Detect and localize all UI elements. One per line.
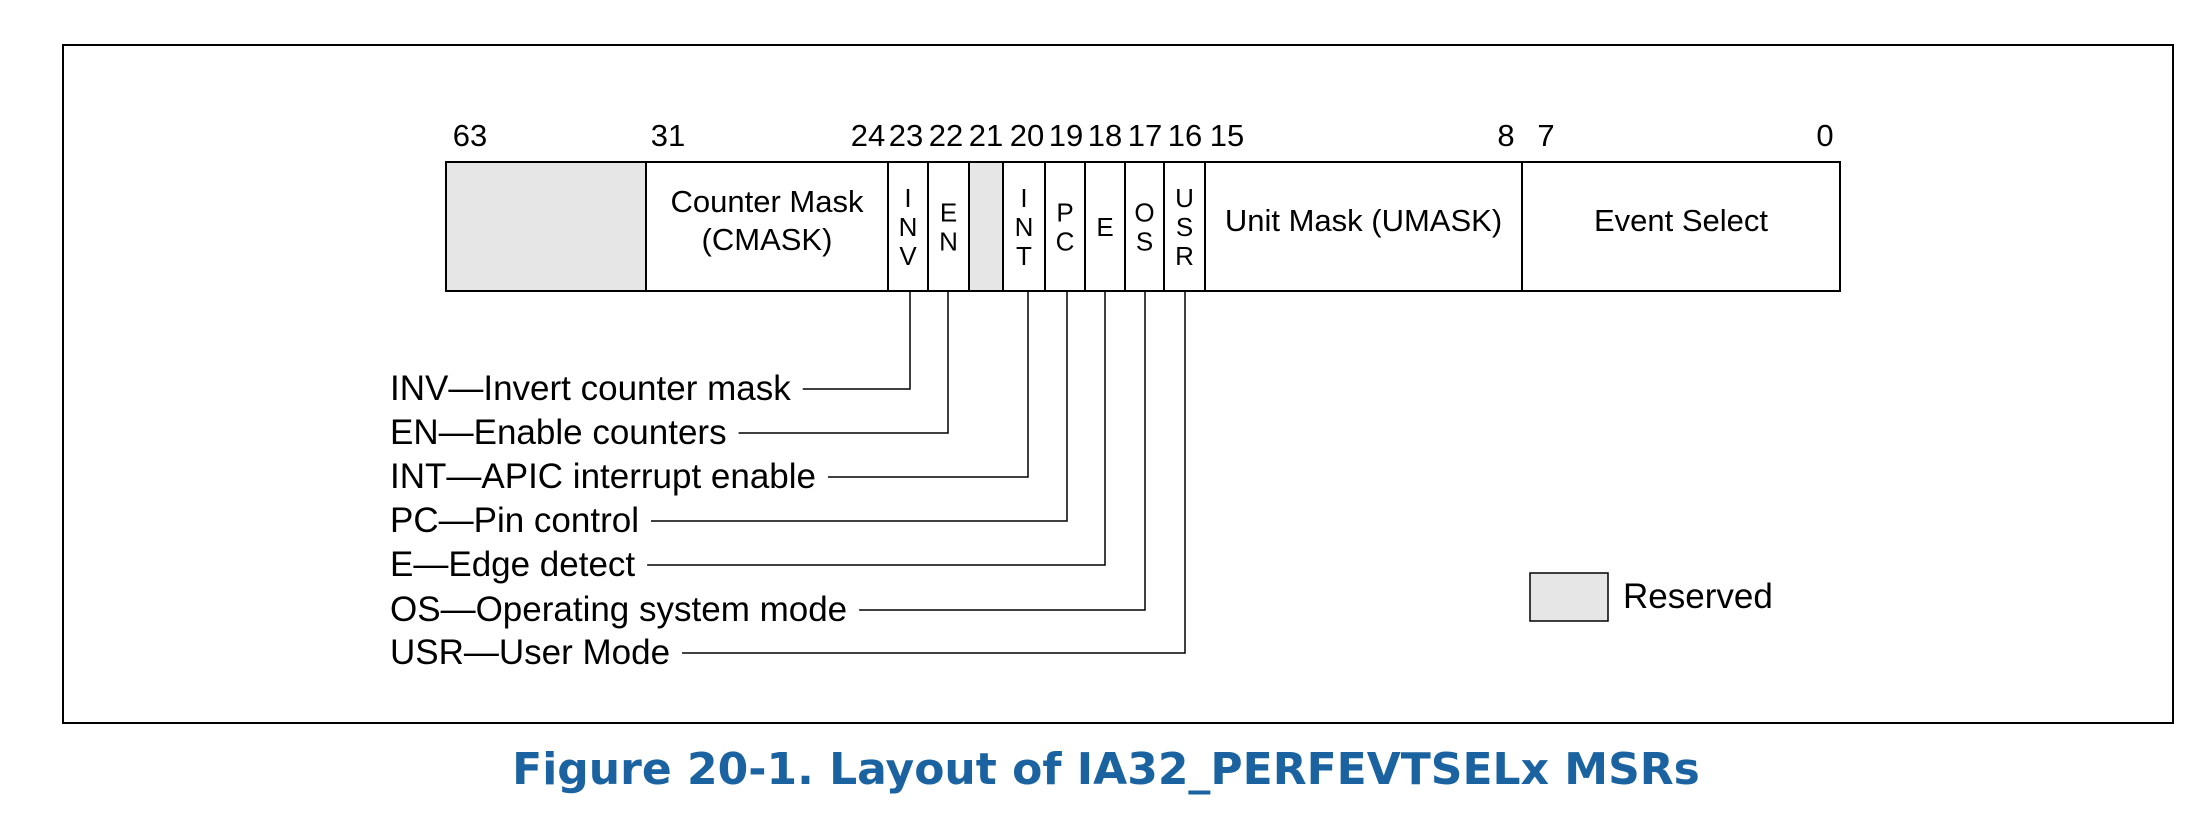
leader-os: [859, 291, 1146, 611]
figure-frame: [62, 44, 2174, 724]
field-inv-letter: V: [899, 241, 917, 271]
field-pc: [1044, 161, 1086, 292]
bit-number: 63: [453, 118, 487, 153]
field-os: [1124, 161, 1165, 292]
field-reserved-high: [445, 161, 647, 292]
field-os-letter: S: [1136, 227, 1153, 257]
field-event-select: [1521, 161, 1841, 292]
field-e-letter: E: [1096, 212, 1113, 242]
legend-usr: USR—User Mode: [390, 633, 670, 672]
legend-pc: PC—Pin control: [390, 501, 639, 540]
legend-os: OS—Operating system mode: [390, 590, 847, 629]
field-usr-letter: R: [1175, 241, 1194, 271]
legend-en: EN—Enable counters: [390, 413, 727, 452]
field-reserved-21: [968, 161, 1004, 292]
field-cmask-label: (CMASK): [702, 222, 833, 257]
field-pc-letter: P: [1056, 198, 1073, 228]
bit-number: 18: [1088, 118, 1122, 153]
bit-number: 15: [1210, 118, 1244, 153]
legend-int: INT—APIC interrupt enable: [390, 457, 816, 496]
bit-number: 17: [1128, 118, 1162, 153]
field-int-letter: I: [1020, 183, 1027, 213]
bit-number: 19: [1049, 118, 1083, 153]
field-inv-letter: N: [899, 212, 918, 242]
field-usr-letter: U: [1175, 183, 1194, 213]
bit-number: 23: [889, 118, 923, 153]
field-int: [1002, 161, 1046, 292]
leader-en: [738, 291, 949, 434]
field-pc-letter: C: [1056, 227, 1075, 257]
figure-caption: Figure 20-1. Layout of IA32_PERFEVTSELx …: [512, 744, 1700, 795]
field-e: [1084, 161, 1126, 292]
leader-inv: [802, 291, 911, 390]
bit-number: 21: [969, 118, 1003, 153]
bit-number: 31: [651, 118, 685, 153]
field-usr-letter: S: [1176, 212, 1193, 242]
reserved-key-swatch: [1529, 572, 1609, 622]
bit-number: 0: [1816, 118, 1833, 153]
field-inv: [887, 161, 929, 292]
field-umask: [1204, 161, 1523, 292]
field-int-letter: N: [1015, 212, 1034, 242]
field-usr: [1163, 161, 1206, 292]
bit-number: 16: [1168, 118, 1202, 153]
legend-e: E—Edge detect: [390, 545, 635, 584]
leader-e: [647, 291, 1106, 566]
bit-number: 24: [851, 118, 885, 153]
field-int-letter: T: [1016, 241, 1032, 271]
field-event-select-label: Event Select: [1594, 203, 1768, 238]
field-inv-letter: I: [904, 183, 911, 213]
bit-number: 20: [1010, 118, 1044, 153]
leader-usr: [682, 291, 1186, 654]
reserved-key-label: Reserved: [1623, 577, 1773, 616]
leader-pc: [650, 291, 1068, 522]
field-cmask: [645, 161, 889, 292]
field-en-letter: N: [939, 227, 958, 257]
field-en-letter: E: [940, 198, 957, 228]
bit-number: 8: [1497, 118, 1514, 153]
field-cmask-label: Counter Mask: [671, 184, 864, 219]
legend-inv: INV—Invert counter mask: [390, 369, 791, 408]
bit-number: 7: [1537, 118, 1554, 153]
bit-number: 22: [929, 118, 963, 153]
field-os-letter: O: [1134, 198, 1154, 228]
field-umask-label: Unit Mask (UMASK): [1225, 203, 1502, 238]
leader-int: [828, 291, 1029, 478]
